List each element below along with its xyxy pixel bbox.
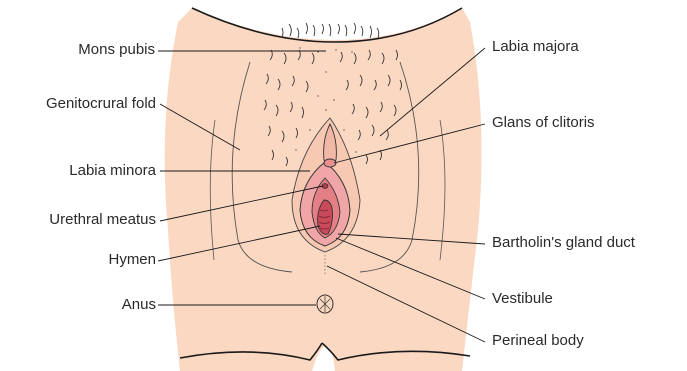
label-bartholins-gland-duct: Bartholin's gland duct [492, 234, 635, 252]
label-perineal-body: Perineal body [492, 332, 584, 350]
label-urethral-meatus: Urethral meatus [8, 211, 156, 229]
label-mons-pubis: Mons pubis [50, 41, 155, 59]
label-hymen: Hymen [76, 251, 156, 269]
label-labia-minora: Labia minora [36, 162, 156, 180]
label-anus: Anus [86, 296, 156, 314]
label-genitocrural-fold: Genitocrural fold [6, 95, 156, 113]
label-vestibule: Vestibule [492, 290, 553, 308]
label-glans-of-clitoris: Glans of clitoris [492, 114, 595, 132]
label-labia-majora: Labia majora [492, 38, 579, 56]
